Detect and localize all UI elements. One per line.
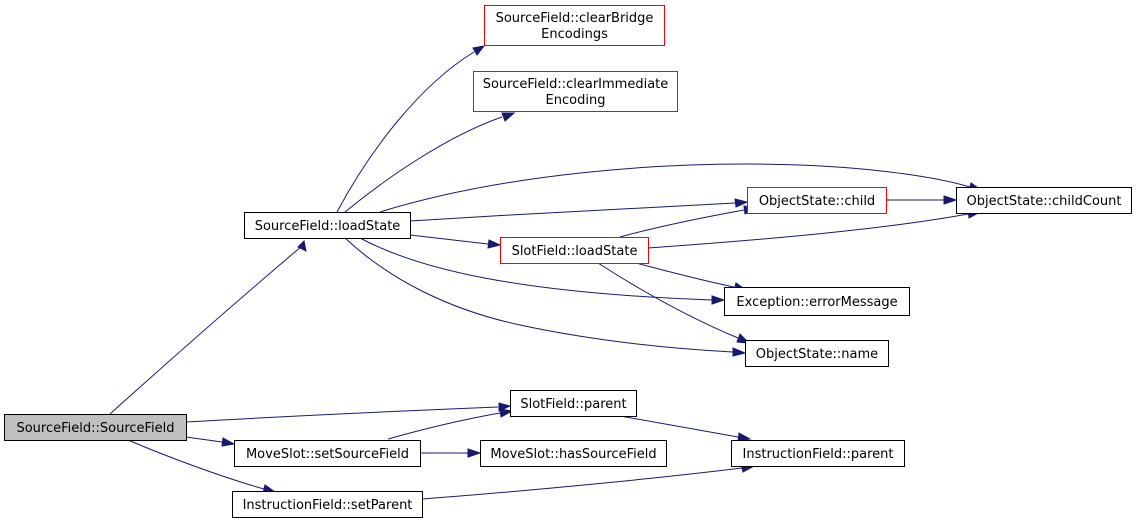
edge-slotfield-loadstate-to-childcount: [647, 209, 982, 249]
edge-loadstate-to-errormessage: [359, 237, 726, 305]
node-label: SourceField::loadState: [255, 219, 401, 234]
edge-sourcefield-ctor-to-loadstate: [109, 239, 307, 415]
edge-loadstate-to-objectstate-name: [344, 237, 747, 357]
edge-loadstate-to-clearimmediate: [344, 112, 516, 213]
node-box[interactable]: [724, 287, 910, 316]
node-label: Encoding: [546, 93, 606, 108]
edge-setsourcefield-to-hassourcefield: [420, 448, 482, 458]
edge-slotfield-loadstate-to-objectstate-child: [619, 205, 758, 238]
node-label: Exception::errorMessage: [736, 295, 897, 310]
edge-slotfield-parent-to-instructionfield-parent: [619, 415, 752, 442]
node-box[interactable]: [745, 340, 889, 367]
node-label: SourceField::SourceField: [16, 421, 174, 436]
node-label: ObjectState::name: [756, 347, 878, 362]
node-box[interactable]: [484, 5, 665, 46]
node-objectstate-name[interactable]: ObjectState::name: [745, 340, 889, 367]
node-label: InstructionField::parent: [743, 447, 894, 462]
node-objectstate-childcount[interactable]: ObjectState::childCount: [956, 187, 1132, 214]
node-label: MoveSlot::hasSourceField: [490, 447, 656, 462]
node-box[interactable]: [473, 71, 678, 112]
edge-slotfield-loadstate-to-errormessage: [635, 262, 748, 292]
node-box[interactable]: [731, 440, 905, 467]
edge-loadstate-to-slotfield-loadstate: [409, 234, 502, 249]
node-box[interactable]: [480, 440, 667, 467]
edge-setparent-to-instructionfield-parent: [421, 463, 756, 500]
edge-loadstate-to-clearbridge: [336, 45, 486, 213]
node-box[interactable]: [4, 414, 187, 441]
node-exception-errormessage[interactable]: Exception::errorMessage: [724, 287, 910, 316]
node-sourcefield-loadstate[interactable]: SourceField::loadState: [244, 212, 411, 239]
node-label: Encodings: [541, 27, 608, 42]
node-box[interactable]: [232, 491, 423, 518]
edge-sourcefield-ctor-to-setsourcefield: [185, 436, 236, 447]
node-box[interactable]: [956, 187, 1132, 214]
node-label: SlotField::parent: [520, 397, 626, 412]
edge-loadstate-to-objectstate-child: [409, 198, 749, 222]
node-box[interactable]: [244, 212, 411, 239]
node-moveslot-hassourcefield[interactable]: MoveSlot::hasSourceField: [480, 440, 667, 467]
edge-sourcefield-ctor-to-slotfield-parent: [185, 402, 512, 423]
node-slotfield-parent[interactable]: SlotField::parent: [510, 390, 637, 417]
edge-objectstate-child-to-childcount: [886, 195, 958, 205]
node-moveslot-setsourcefield[interactable]: MoveSlot::setSourceField: [234, 440, 421, 467]
node-label: ObjectState::child: [759, 194, 875, 209]
node-label: MoveSlot::setSourceField: [246, 447, 409, 462]
node-label: InstructionField::setParent: [243, 498, 413, 513]
node-instructionfield-setparent[interactable]: InstructionField::setParent: [232, 491, 423, 518]
node-box[interactable]: [747, 187, 887, 214]
node-objectstate-child[interactable]: ObjectState::child: [747, 187, 887, 214]
node-label: SlotField::loadState: [512, 244, 638, 259]
node-box[interactable]: [500, 237, 649, 264]
node-box[interactable]: [510, 390, 637, 417]
node-sourcefield-sourcefield[interactable]: SourceField::SourceField: [4, 414, 187, 441]
node-label: ObjectState::childCount: [967, 194, 1122, 209]
edge-loadstate-to-childcount: [379, 163, 983, 213]
node-instructionfield-parent[interactable]: InstructionField::parent: [731, 440, 905, 467]
edge-setsourcefield-to-slotfield-parent: [387, 408, 514, 440]
node-slotfield-loadstate[interactable]: SlotField::loadState: [500, 237, 649, 264]
node-label: SourceField::clearImmediate: [483, 77, 669, 92]
node-label: SourceField::clearBridge: [496, 11, 654, 26]
node-box[interactable]: [234, 440, 421, 467]
